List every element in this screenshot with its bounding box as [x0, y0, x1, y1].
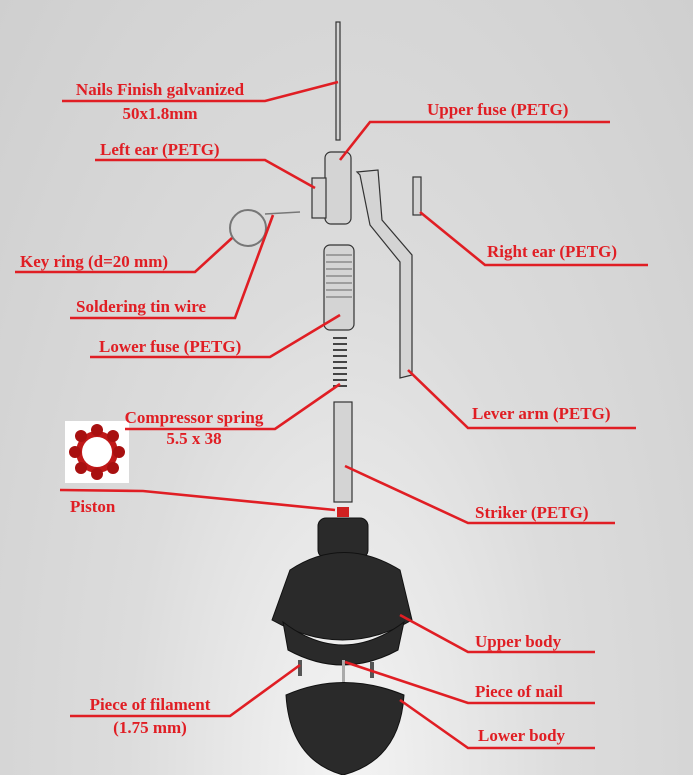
label-lever-arm: Lever arm (PETG): [472, 404, 610, 423]
label-soldering-wire: Soldering tin wire: [76, 297, 206, 316]
label-right-ear: Right ear (PETG): [487, 242, 617, 261]
label-nails: Nails Finish galvanized: [76, 80, 245, 99]
label-left-ear: Left ear (PETG): [100, 140, 220, 159]
label-upper-body: Upper body: [475, 632, 562, 651]
leader-lines: [15, 80, 648, 750]
label-lower-body: Lower body: [478, 726, 566, 745]
upper-ear-clip: [355, 169, 413, 379]
label-filament-size: (1.75 mm): [113, 718, 187, 737]
label-striker: Striker (PETG): [475, 503, 588, 522]
nail: [335, 21, 341, 141]
label-nail-piece: Piece of nail: [475, 682, 563, 701]
lower-body: [285, 682, 405, 775]
label-nails-size: 50x1.8mm: [122, 104, 197, 123]
label-piston: Piston: [70, 497, 116, 516]
label-key-ring: Key ring (d=20 mm): [20, 252, 168, 271]
piston-marker: [337, 507, 349, 517]
label-spring-size: 5.5 x 38: [166, 429, 221, 448]
label-upper-fuse: Upper fuse (PETG): [427, 100, 568, 119]
upper-fuse: [311, 151, 352, 225]
right-ear: [412, 176, 422, 216]
label-lower-fuse: Lower fuse (PETG): [99, 337, 241, 356]
label-spring: Compressor spring: [125, 408, 264, 427]
label-filament: Piece of filament: [90, 695, 211, 714]
piston-image: [65, 421, 129, 483]
lower-fuse: [323, 244, 355, 331]
key-ring: [229, 209, 301, 247]
striker: [333, 401, 353, 503]
upper-body: [271, 517, 413, 666]
compressor-spring: [333, 337, 347, 387]
